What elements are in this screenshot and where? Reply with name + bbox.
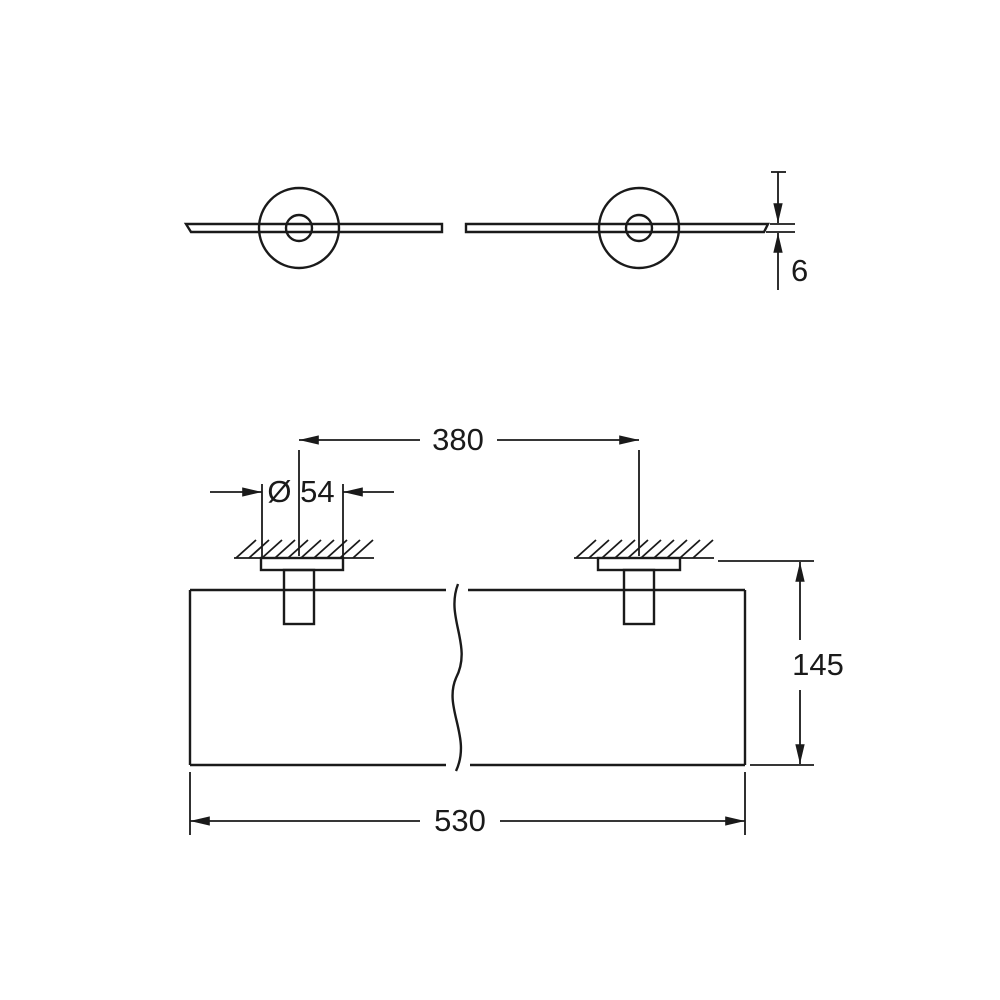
rosette-outer-circle	[597, 186, 681, 270]
mount-flange	[259, 556, 345, 572]
dim-glass-thickness: 6	[766, 171, 808, 290]
front-view: 6	[183, 171, 808, 290]
break-line	[451, 583, 463, 772]
wall-hatch-right	[574, 539, 714, 559]
dim-glass-thickness-label: 6	[791, 253, 808, 288]
shelf-edge-profile-right	[464, 222, 770, 234]
top-view: 380 Ø 54 145	[188, 422, 844, 838]
hatch-line	[588, 539, 610, 559]
mount-bracket-right	[596, 556, 682, 626]
dim-mount-spacing: 380	[298, 422, 640, 556]
hatch-line	[666, 539, 688, 559]
hatch-line	[575, 539, 597, 559]
hatch-line	[601, 539, 623, 559]
hatch-line	[640, 539, 662, 559]
hatch-line	[653, 539, 675, 559]
dim-shelf-width-label: 530	[434, 803, 486, 838]
mount-rosette-right	[597, 186, 681, 270]
hatch-line	[627, 539, 649, 559]
shelf-plan-outline	[188, 583, 747, 772]
hatch-line	[261, 539, 283, 559]
hatch-line	[679, 539, 701, 559]
mount-post	[622, 568, 656, 626]
mount-post	[282, 568, 316, 626]
hatch-line	[352, 539, 374, 559]
hatch-line	[235, 539, 257, 559]
hatch-line	[313, 539, 335, 559]
hatch-line	[248, 539, 270, 559]
hatch-line	[614, 539, 636, 559]
dim-flange-diameter: Ø 54	[210, 474, 394, 557]
dim-shelf-depth: 145	[718, 560, 844, 766]
hatch-line	[274, 539, 296, 559]
mount-flange	[596, 556, 682, 572]
hatch-line	[300, 539, 322, 559]
rosette-inner-circle	[284, 213, 314, 243]
mount-bracket-left	[259, 556, 345, 626]
wall-hatch-left	[234, 539, 374, 559]
shelf-edge-profile-left	[183, 222, 444, 234]
hatch-line	[692, 539, 714, 559]
rosette-outer-circle	[257, 186, 341, 270]
dim-shelf-width: 530	[189, 772, 746, 838]
hatch-line	[287, 539, 309, 559]
dim-flange-diameter-label: Ø 54	[267, 474, 334, 509]
mount-rosette-left	[257, 186, 341, 270]
rosette-inner-circle	[624, 213, 654, 243]
dim-mount-spacing-label: 380	[432, 422, 484, 457]
dim-shelf-depth-label: 145	[792, 647, 844, 682]
